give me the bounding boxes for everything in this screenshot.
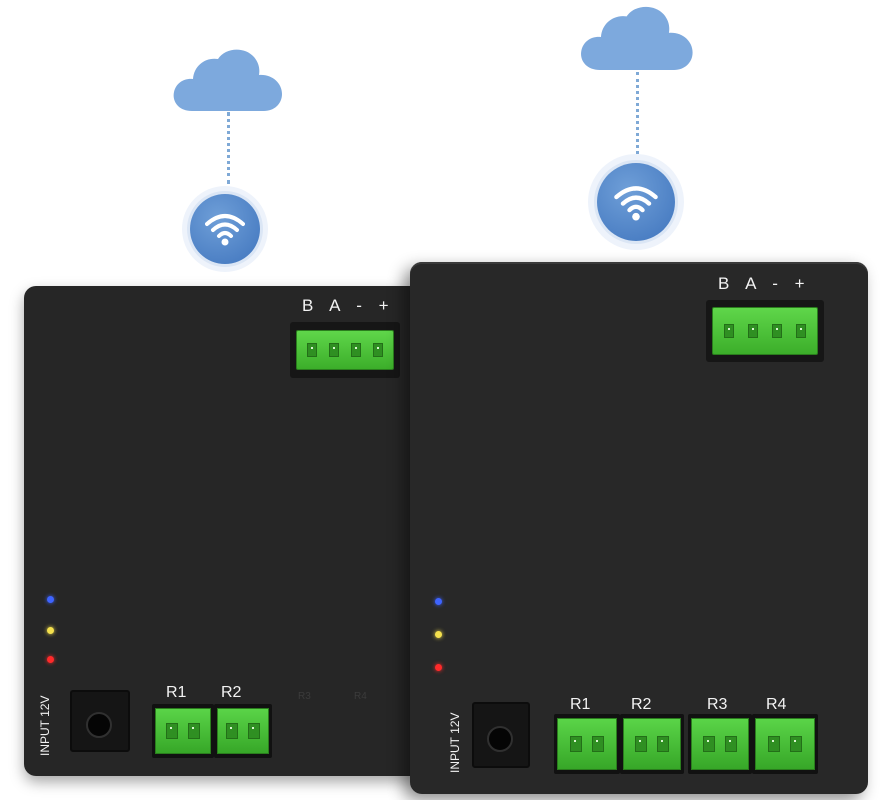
- power-input-label: INPUT 12V: [38, 695, 52, 756]
- relay-connector-r4: [752, 714, 818, 774]
- dc-power-jack: [472, 702, 530, 768]
- relay-label-r4: R4: [354, 691, 367, 702]
- cloud-icon: [173, 49, 282, 111]
- relay-connector-r2: [620, 714, 684, 774]
- wifi-icon: [205, 214, 245, 246]
- relay-connector-r3: [688, 714, 752, 774]
- relay-label-r1: R1: [570, 696, 591, 713]
- wifi-badge: [588, 154, 684, 250]
- wifi-icon: [614, 185, 658, 220]
- cloud-icon: [581, 6, 693, 70]
- bus-terminal-connector: [290, 322, 400, 378]
- status-led-red: [47, 656, 54, 663]
- relay-label-r3: R3: [707, 696, 728, 713]
- relay-label-r1: R1: [166, 684, 187, 701]
- power-input-label: INPUT 12V: [448, 712, 462, 773]
- device-4-relay: B A - + INPUT 12V R1 R2 R3 R4: [410, 262, 868, 794]
- terminal-block: [296, 330, 394, 370]
- status-led-red: [435, 664, 442, 671]
- relay-label-r2: R2: [221, 684, 242, 701]
- connection-line: [636, 72, 639, 154]
- relay-label-r4: R4: [766, 696, 787, 713]
- dc-power-jack: [70, 690, 130, 752]
- device-2-relay: B A - + INPUT 12V R1 R2 R3 R4: [24, 286, 424, 776]
- status-led-yellow: [435, 631, 442, 638]
- relay-connector-r1: [152, 704, 214, 758]
- bus-terminal-connector: [706, 300, 824, 362]
- wifi-badge: [182, 186, 268, 272]
- relay-label-r2: R2: [631, 696, 652, 713]
- bus-terminal-label: B A - +: [302, 296, 395, 315]
- status-led-yellow: [47, 627, 54, 634]
- connection-line: [227, 112, 230, 184]
- bus-terminal-label: B A - +: [718, 274, 811, 293]
- relay-connector-r1: [554, 714, 620, 774]
- relay-connector-r2: [214, 704, 272, 758]
- status-led-blue: [435, 598, 442, 605]
- status-led-blue: [47, 596, 54, 603]
- terminal-block: [712, 307, 818, 355]
- relay-label-r3: R3: [298, 691, 311, 702]
